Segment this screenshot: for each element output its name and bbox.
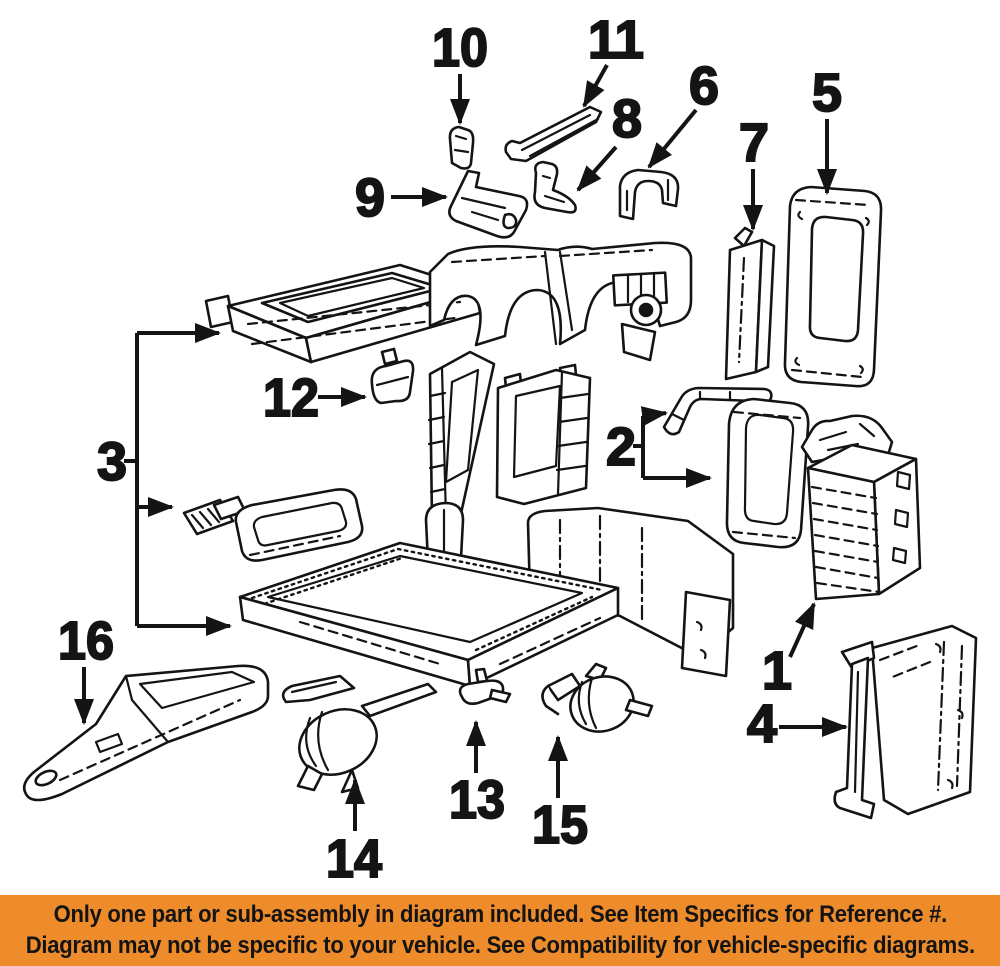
- part-11-support-strip: [504, 105, 603, 163]
- callout-4: 4: [746, 693, 848, 755]
- svg-text:16: 16: [58, 611, 114, 671]
- callout-2: 2: [605, 406, 712, 488]
- svg-text:2: 2: [606, 417, 636, 477]
- part-6-duct-elbow: [618, 168, 680, 221]
- part-12-small-actuator: [370, 347, 415, 405]
- disclaimer-banner: Only one part or sub-assembly in diagram…: [0, 895, 1000, 966]
- callout-15: 15: [531, 735, 589, 856]
- callout-1: 1: [761, 602, 816, 702]
- svg-text:10: 10: [432, 18, 488, 78]
- callout-7: 7: [738, 112, 770, 231]
- part-5-seal-frame: [783, 185, 883, 388]
- banner-line-2: Diagram may not be specific to your vehi…: [25, 932, 975, 959]
- part-8-curved-bracket: [533, 160, 577, 214]
- svg-text:14: 14: [326, 829, 382, 889]
- callout-10: 10: [431, 17, 489, 125]
- part-7-side-panel: [724, 226, 776, 381]
- part-14-vacuum-actuator: [281, 674, 438, 794]
- callout-12: 12: [262, 367, 367, 429]
- svg-text:12: 12: [263, 368, 319, 428]
- svg-text:7: 7: [739, 113, 769, 173]
- svg-text:3: 3: [97, 432, 127, 492]
- svg-text:1: 1: [762, 641, 792, 701]
- part-13-clip: [458, 667, 512, 706]
- part-3-mid-right-panel: [495, 363, 592, 506]
- svg-text:11: 11: [588, 10, 644, 70]
- part-3-upper-case: [204, 241, 693, 364]
- part-1-evaporator-core: [800, 414, 922, 601]
- callout-16: 16: [57, 610, 115, 725]
- part-16-floor-duct: [22, 664, 270, 802]
- callout-3: 3: [96, 323, 232, 636]
- part-10-small-bracket: [448, 125, 475, 170]
- callout-9: 9: [354, 167, 448, 229]
- part-3-mode-plate: [182, 488, 364, 562]
- callout-5: 5: [811, 62, 843, 195]
- svg-text:4: 4: [747, 694, 777, 754]
- callout-14: 14: [325, 778, 383, 890]
- svg-text:9: 9: [355, 168, 385, 228]
- svg-text:13: 13: [449, 770, 505, 830]
- part-3-lower-case: [238, 501, 735, 688]
- callout-13: 13: [448, 720, 506, 831]
- svg-text:15: 15: [532, 795, 588, 855]
- part-2-seal-frame: [725, 397, 810, 549]
- callout-11: 11: [582, 9, 645, 108]
- part-3-mid-left-panel: [427, 350, 496, 522]
- svg-text:5: 5: [812, 63, 842, 123]
- banner-line-1: Only one part or sub-assembly in diagram…: [53, 901, 947, 929]
- svg-text:6: 6: [689, 56, 719, 116]
- svg-text:8: 8: [612, 89, 642, 149]
- part-4-side-cover: [833, 624, 978, 820]
- part-15-vacuum-actuator: [541, 662, 654, 733]
- callout-6: 6: [647, 55, 720, 169]
- part-9-mounting-bracket: [448, 169, 529, 239]
- callout-8: 8: [576, 88, 643, 192]
